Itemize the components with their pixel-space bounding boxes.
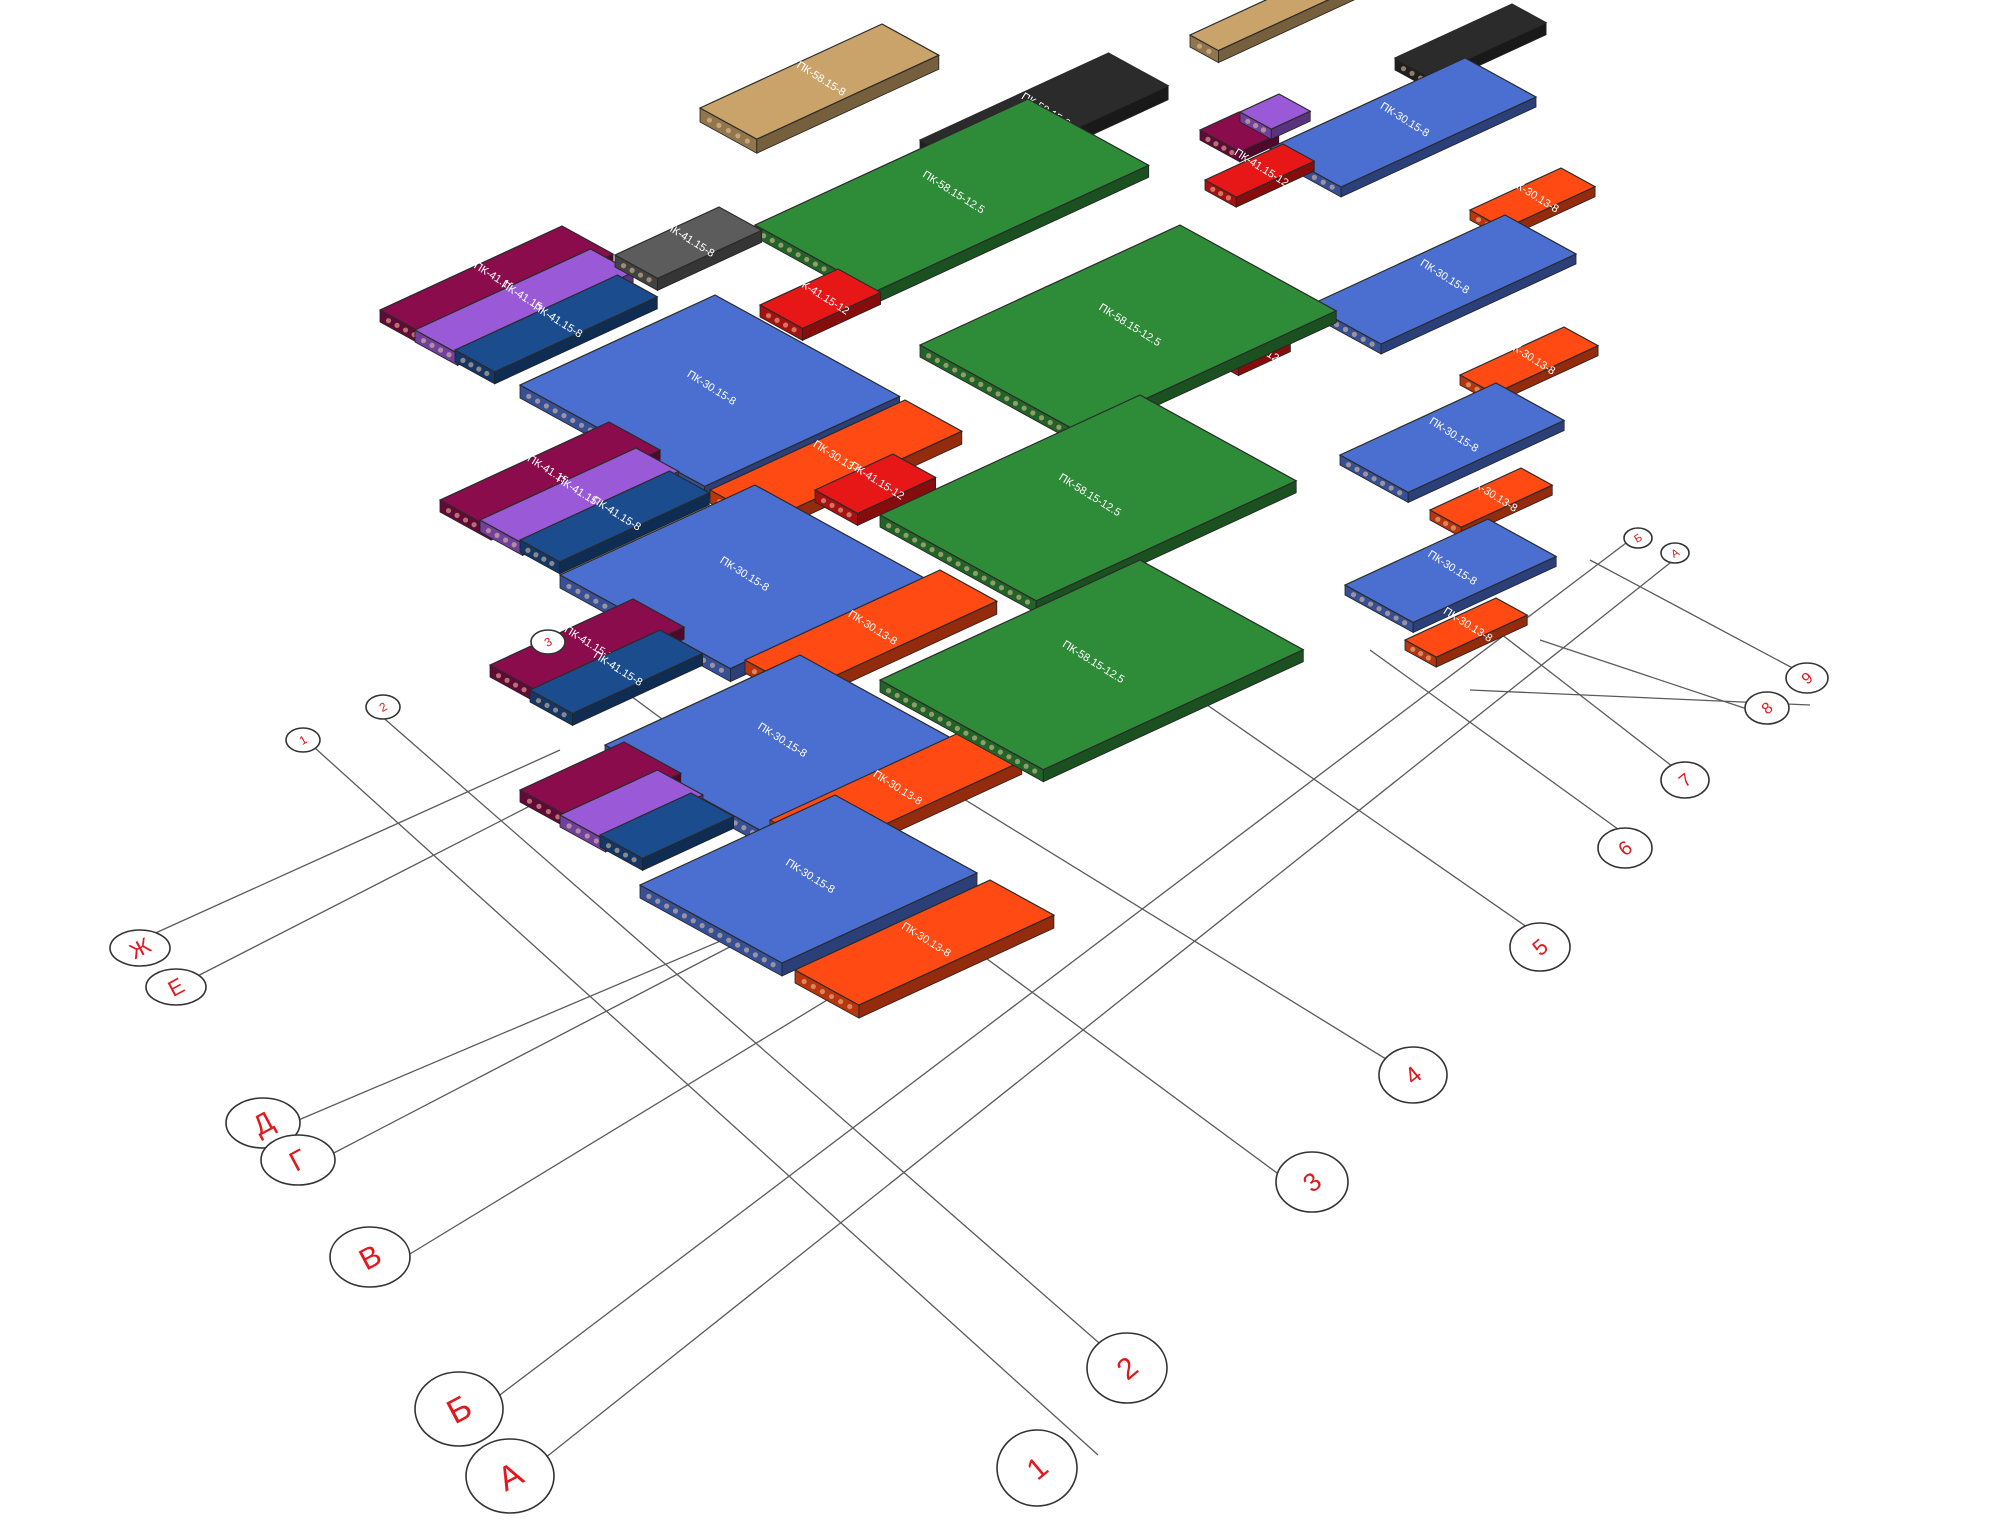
axis-bubble-outline <box>1660 761 1710 799</box>
axis-line <box>1589 559 1816 681</box>
slab-blue: ПК-30.15-8 <box>1308 214 1578 355</box>
slab-blue: ПК-30.15-8 <box>1338 382 1566 504</box>
axis-bubble-outline <box>1623 527 1653 549</box>
axis-bubble-top-A: А <box>1660 542 1690 564</box>
slab-blue: ПК-30.15-8 <box>638 794 979 977</box>
slab-grey: ПК-41.15-8 <box>613 206 763 292</box>
axis-bubble-outline <box>1378 1046 1448 1104</box>
axis-bubble-2: 2 <box>1086 1332 1168 1404</box>
slab-orange: ПК-30.13-8 <box>1403 597 1529 668</box>
slab-orange: ПК-30.13-8 <box>793 879 1056 1019</box>
axis-line <box>479 539 1631 1411</box>
axis-bubble-outline <box>1597 827 1653 869</box>
slab-tan: ПК-58.15-8 <box>698 23 941 154</box>
axis-bubble-B: Б <box>414 1371 504 1447</box>
axis-bubble-4: 4 <box>1378 1046 1448 1104</box>
axis-bubble-A: А <box>465 1438 555 1514</box>
axis-bubble-9: 9 <box>1785 662 1829 694</box>
axis-bubble-outline <box>145 968 207 1006</box>
axis-bubble-outline <box>329 1226 411 1288</box>
axis-bubble-outline <box>1275 1151 1349 1213</box>
slab-blue: ПК-30.15-8 <box>1268 57 1538 198</box>
slab-darkblue <box>598 792 735 872</box>
axis-bubble-top-3: 3 <box>530 629 566 655</box>
axis-line <box>139 749 561 941</box>
axis-bubble-5: 5 <box>1509 922 1571 972</box>
axis-bubble-G: Г <box>260 1134 336 1186</box>
axis-bubble-6: 6 <box>1597 827 1653 869</box>
axis-bubble-outline <box>1509 922 1571 972</box>
axis-bubble-D: Д <box>225 1097 301 1149</box>
axis-bubble-top-1: 1 <box>285 727 321 753</box>
axis-line <box>314 747 1099 1456</box>
axis-bubble-outline <box>365 694 401 720</box>
axis-line <box>529 554 1681 1471</box>
axis-bubble-outline <box>1660 542 1690 564</box>
slab-green: ПК-58.15-12.5 <box>878 559 1305 783</box>
roof-slab-tan <box>1188 0 1355 64</box>
axis-bubble-outline <box>465 1438 555 1514</box>
axis-bubble-outline <box>109 929 171 967</box>
axis-bubble-Zh: Ж <box>109 929 171 967</box>
slab-darkblue: ПК-41.15-8 <box>528 629 704 727</box>
axis-line <box>1199 699 1561 951</box>
axis-bubble-outline <box>1785 662 1829 694</box>
axis-bubble-1: 1 <box>996 1429 1078 1507</box>
axis-bubble-outline <box>260 1134 336 1186</box>
axis-bubble-outline <box>225 1097 301 1149</box>
axis-line <box>399 979 861 1261</box>
axis-bubble-outline <box>530 629 566 655</box>
axis-bubble-top-B: Б <box>1623 527 1653 549</box>
axis-line <box>378 713 1131 1371</box>
axis-line <box>1369 649 1641 846</box>
axis-bubble-outline <box>996 1429 1078 1507</box>
slab-darkblue: ПК-41.15-8 <box>453 274 659 385</box>
axis-line <box>1539 639 1751 711</box>
axis-bubble-outline <box>1744 691 1790 725</box>
slab-green: ПК-58.15-12.5 <box>753 98 1151 304</box>
axis-line <box>274 919 771 1131</box>
slab-stack: ПК-58.15-8ПК-58.15-8ПК-30.15-8ПК-30.13-8… <box>378 0 1600 1019</box>
slab-violet <box>1238 93 1312 140</box>
slab-red: ПК-41.15-12 <box>1203 143 1316 208</box>
axis-bubble-V: В <box>329 1226 411 1288</box>
slab-red: ПК-41.15-12 <box>758 268 882 342</box>
axis-bubble-outline <box>285 727 321 753</box>
slab-blue: ПК-30.15-8 <box>1343 518 1558 634</box>
axis-bubble-top-2: 2 <box>365 694 401 720</box>
slab-orange: ПК-30.13-8 <box>1458 326 1600 405</box>
axis-bubble-outline <box>414 1371 504 1447</box>
axis-bubble-8: 8 <box>1744 691 1790 725</box>
axis-bubble-3: 3 <box>1275 1151 1349 1213</box>
axis-bubble-E: Е <box>145 968 207 1006</box>
axis-bubble-7: 7 <box>1660 761 1710 799</box>
axis-bubble-outline <box>1086 1332 1168 1404</box>
slab-darkblue: ПК-41.15-8 <box>518 470 711 575</box>
